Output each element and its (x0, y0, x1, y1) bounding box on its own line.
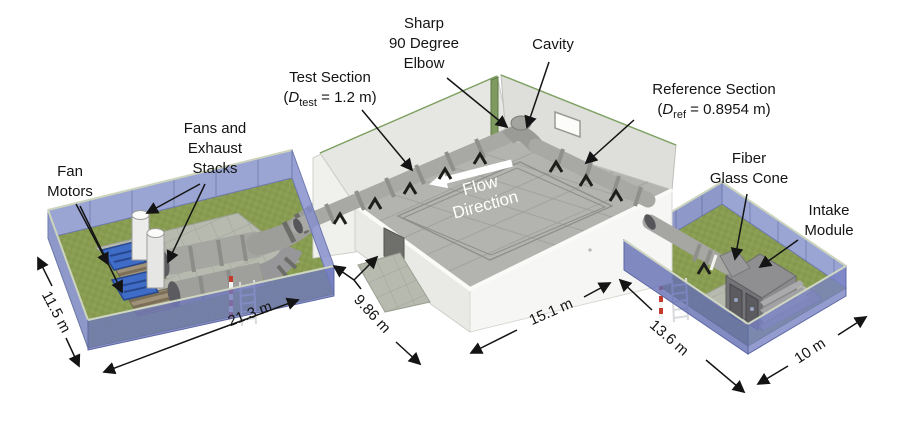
label-reference-section: Reference Section(Dref = 0.8954 m) (652, 81, 776, 121)
test-building (312, 74, 677, 333)
exhaust-stack (131, 210, 150, 261)
label-fiber-glass-cone: Fiber Glass Cone (709, 150, 789, 187)
exhaust-stack (146, 228, 165, 289)
translucent-walls (87, 149, 847, 355)
reference-section-pipe (528, 138, 656, 208)
sharp-elbow-arrow (446, 77, 509, 129)
duct-runs (290, 115, 751, 278)
cavity-arrow (524, 61, 550, 129)
intake-module-arrow (758, 239, 799, 269)
roof-recess (396, 161, 614, 261)
label-fans-exhaust-stacks: Fans and Exhaust Stacks (183, 120, 247, 177)
flow-arrow (429, 159, 513, 189)
label-cavity: Cavity (532, 36, 574, 53)
fans-stacks-arrow-1 (145, 183, 201, 214)
label-sharp-elbow: Sharp 90 Degree Elbow (388, 15, 460, 72)
label-intake-module: Intake Module (804, 202, 854, 239)
test-section-arrow (361, 109, 414, 172)
label-test-section: Test Section(Dtest = 1.2 m) (283, 69, 377, 109)
leader-arrows (75, 61, 799, 294)
cavity-strip (490, 76, 499, 137)
dimension-lines (37, 255, 868, 394)
reference-section-arrow (584, 119, 635, 165)
fan-motors-arrow-2 (79, 205, 123, 294)
fiber-glass-cone-arrow (730, 193, 748, 261)
wall-window (554, 110, 581, 139)
fiber-glass-cone-shape (719, 248, 751, 278)
label-fan-motors: Fan Motors (47, 163, 93, 200)
fans-stacks-arrow-2 (166, 183, 206, 264)
test-section-pipe (290, 128, 516, 234)
intake-pipe (642, 214, 751, 278)
